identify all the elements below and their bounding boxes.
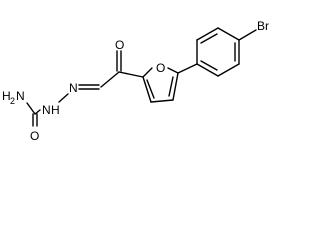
bond: [150, 99, 174, 103]
bond: [196, 27, 219, 41]
atom-amine-h: H: [2, 89, 11, 103]
bond-aryl-furan: [177, 63, 198, 74]
bond: [217, 63, 240, 77]
bond: [100, 71, 120, 88]
bromophenyl-ring: [196, 27, 240, 77]
atom-imine-nitrogen: N: [69, 81, 78, 95]
atom-furan-oxygen: O: [156, 61, 165, 75]
furan-ring: [142, 67, 179, 103]
bond: [196, 63, 219, 77]
bond-double-inner: [146, 79, 155, 99]
bond-furan-carbonyl: [118, 71, 144, 78]
bond: [217, 27, 240, 41]
molecule-structure: Br O O N N H O H 2 N: [2, 19, 269, 143]
bond: [142, 76, 152, 103]
bond: [26, 102, 36, 115]
bond: [167, 67, 179, 74]
bond-double-inner: [200, 60, 218, 71]
bond-double-inner: [200, 33, 218, 44]
bond: [172, 72, 179, 101]
bond-double-inner: [168, 76, 174, 97]
atom-amide-oxygen: O: [30, 129, 39, 143]
atom-hydrazine-n-symbol: N: [42, 103, 51, 117]
atom-hydrazine-hydrogen: H: [51, 103, 60, 117]
bond-nh-c: [34, 109, 41, 115]
atom-hydrazine-nitrogen: N: [42, 103, 51, 117]
atom-bromine: Br: [257, 19, 269, 33]
atom-amine-subscript: 2: [10, 96, 15, 106]
bond-n-n: [58, 93, 69, 103]
bond-c-br: [238, 29, 257, 41]
atom-ketone-oxygen: O: [115, 38, 124, 52]
atom-amine-n: N: [16, 89, 25, 103]
bond: [142, 67, 153, 78]
